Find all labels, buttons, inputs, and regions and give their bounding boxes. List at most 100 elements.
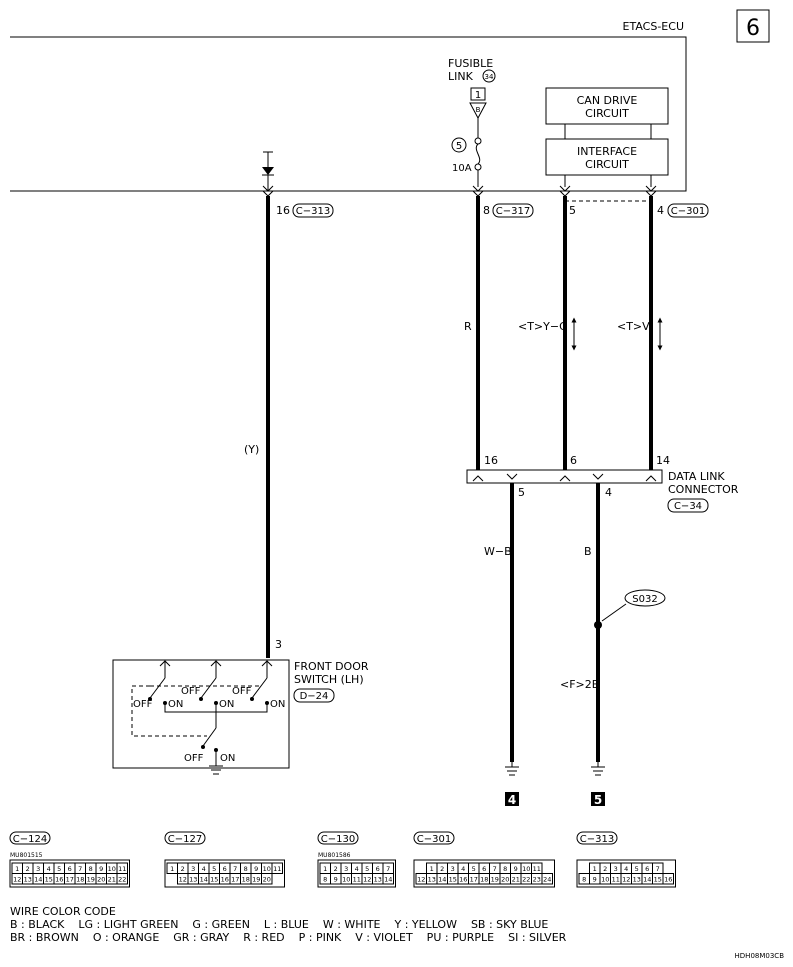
interface-label-2: CIRCUIT [585, 158, 629, 171]
connector-name: C−313 [580, 834, 614, 845]
connector-pin: 9 [514, 865, 518, 873]
connector-pin: 3 [614, 865, 618, 873]
interface-label-1: INTERFACE [577, 145, 637, 158]
can-drive-label-1: CAN DRIVE [577, 94, 638, 107]
color-code-line-2: BR : BROWN O : ORANGE GR : GRAY R : RED … [10, 931, 567, 944]
connector-name: C−127 [168, 834, 202, 845]
connector-pin: 1 [15, 865, 19, 873]
connector-pin: 12 [417, 876, 425, 884]
switch-on-label-1: ON [168, 699, 183, 710]
connector-pin: 8 [503, 865, 507, 873]
connector-pin: 9 [254, 865, 258, 873]
connector-pin: 4 [624, 865, 628, 873]
connector-pin: 9 [334, 876, 338, 884]
connector-pin: 10 [108, 865, 116, 873]
splice-s032: S032 [594, 589, 666, 629]
dlc-pin-5: 5 [518, 486, 525, 499]
connector-pin: 20 [97, 876, 105, 884]
connector-pin: 2 [440, 865, 444, 873]
connector-pin: 24 [543, 876, 551, 884]
connector-c313-label: C−313 [292, 203, 334, 218]
connector-pin: 8 [89, 865, 93, 873]
connector-pin: 20 [263, 876, 271, 884]
connector-pin: 17 [66, 876, 74, 884]
dlc-connector: C−34 [674, 501, 702, 512]
connector-c317-label: C−317 [492, 203, 534, 218]
fusible-link-number: 34 [485, 73, 494, 81]
connector-pin: 13 [189, 876, 197, 884]
wire-label-y-g: <T>Y−G [518, 320, 568, 333]
connector-pin: 1 [170, 865, 174, 873]
page-number: 6 [746, 16, 760, 41]
connector-part-number: MU801515 [10, 852, 43, 859]
connector-pin: 4 [47, 865, 51, 873]
wire-label-r: R [464, 320, 472, 333]
connector-pin: 7 [78, 865, 82, 873]
ground-4: 4 [505, 762, 519, 807]
ecu-title: ETACS-ECU [623, 20, 684, 33]
connector-pin: 5 [472, 865, 476, 873]
connector-pin: 8 [244, 865, 248, 873]
connector-name: C−130 [321, 834, 355, 845]
dlc-pin-16: 16 [484, 454, 498, 467]
connector-pin: 13 [374, 876, 382, 884]
ecu-pin-8: 8 [483, 204, 490, 217]
switch-off-label-2: OFF [232, 686, 252, 697]
connector-pin: 5 [212, 865, 216, 873]
connector-pin: 13 [24, 876, 32, 884]
connector-pin: 21 [512, 876, 520, 884]
connector-pin: 14 [384, 876, 392, 884]
connector-pin: 11 [118, 865, 126, 873]
wire-label-b: B [584, 545, 592, 558]
connector-part-number: MU801586 [318, 852, 351, 859]
connector-pin: 10 [263, 865, 271, 873]
fusible-link-label-2: LINK [448, 70, 474, 83]
fusible-link-label: FUSIBLE [448, 57, 493, 70]
connector-pin: 12 [13, 876, 21, 884]
fusible-link-connector-bottom: B [476, 106, 481, 114]
can-drive-label-2: CIRCUIT [585, 107, 629, 120]
wire-color-code: WIRE COLOR CODE B : BLACK LG : LIGHT GRE… [10, 905, 567, 944]
connector-pin: 20 [501, 876, 509, 884]
connector-pin: 10 [342, 876, 350, 884]
connector-pin: 12 [179, 876, 187, 884]
connector-pin: 6 [223, 865, 227, 873]
connector-pin: 2 [603, 865, 607, 873]
connector-pin: 4 [202, 865, 206, 873]
connector-pin: 1 [323, 865, 327, 873]
connector-pin: 18 [242, 876, 250, 884]
connector-pin: 12 [363, 876, 371, 884]
fuse-rating: 10A [452, 163, 472, 174]
connector-pin: 9 [99, 865, 103, 873]
interface-circuit: INTERFACE CIRCUIT [545, 138, 669, 176]
connector-pin: 5 [635, 865, 639, 873]
connector-pin: 3 [36, 865, 40, 873]
connector-pin: 2 [334, 865, 338, 873]
connector-pin: 14 [438, 876, 446, 884]
page-number-box: 6 [736, 9, 770, 43]
connector-pin: 14 [643, 876, 651, 884]
dlc-label-2: CONNECTOR [668, 483, 739, 496]
connector-pin: 8 [582, 876, 586, 884]
switch-off-label-4: OFF [184, 753, 204, 764]
connector-pin: 14 [34, 876, 42, 884]
connector-pin: 10 [522, 865, 530, 873]
connector-pin: 22 [522, 876, 530, 884]
connector-pin: 7 [233, 865, 237, 873]
connector-pin: 15 [449, 876, 457, 884]
switch-off-label-1: OFF [181, 686, 201, 697]
connector-pin: 3 [344, 865, 348, 873]
dlc-pin-14: 14 [656, 454, 670, 467]
connector-pin: 11 [612, 876, 620, 884]
diagram-code: HDH08M03CB [735, 952, 785, 960]
connector-pin: 10 [601, 876, 609, 884]
wire-label-f2b: <F>2B [560, 678, 599, 691]
connector-pin: 7 [656, 865, 660, 873]
ecu-pin-5: 5 [569, 204, 576, 217]
can-drive-circuit: CAN DRIVE CIRCUIT [545, 87, 669, 125]
fuse-symbol [475, 143, 481, 165]
svg-text:C−317: C−317 [496, 206, 530, 217]
